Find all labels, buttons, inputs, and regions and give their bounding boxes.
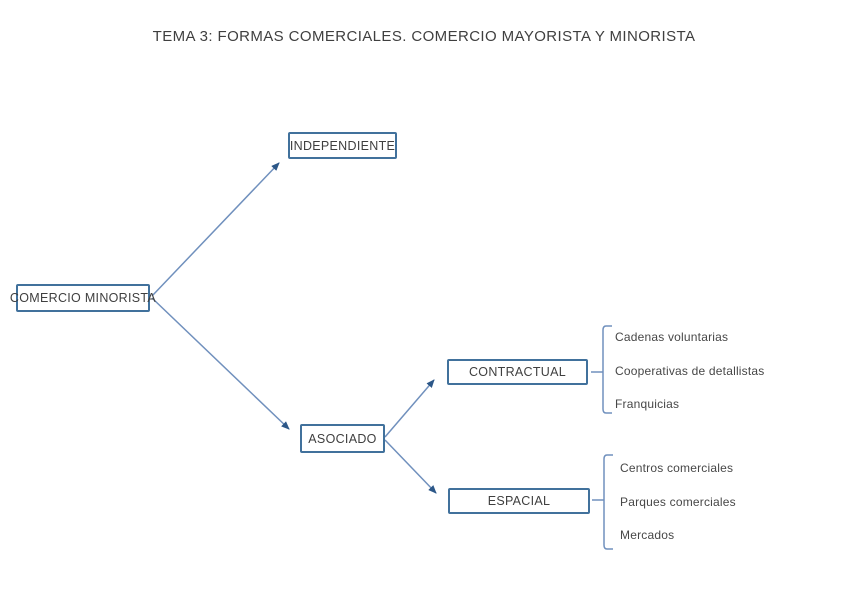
contractual-list-item: Cadenas voluntarias [615,330,729,344]
node-asociado-label: ASOCIADO [308,431,377,446]
node-comercio-minorista: COMERCIO MINORISTA [10,284,156,312]
node-contractual: CONTRACTUAL [447,359,588,385]
node-comercio-minorista-label: COMERCIO MINORISTA [9,291,157,305]
page-title: TEMA 3: FORMAS COMERCIALES. COMERCIO MAY… [152,28,696,45]
arrow-minorista-independiente [151,162,280,297]
contractual-list-item: Franquicias [615,397,680,411]
node-espacial: ESPACIAL [448,488,590,514]
bracket-espacial [603,454,613,550]
node-asociado: ASOCIADO [300,424,385,453]
arrow-asociado-contractual [384,379,435,438]
espacial-list-item: Centros comerciales [620,461,734,475]
espacial-list-item: Parques comerciales [620,495,736,509]
arrow-asociado-espacial [384,439,437,494]
node-independiente-label: INDEPENDIENTE [289,138,396,153]
bracket-contractual [602,325,612,414]
node-espacial-label: ESPACIAL [487,494,551,508]
contractual-list-item: Cooperativas de detallistas [615,364,765,378]
arrow-minorista-asociado [151,297,290,430]
node-independiente: INDEPENDIENTE [288,132,397,159]
node-contractual-label: CONTRACTUAL [468,365,567,379]
espacial-list-item: Mercados [620,528,675,542]
